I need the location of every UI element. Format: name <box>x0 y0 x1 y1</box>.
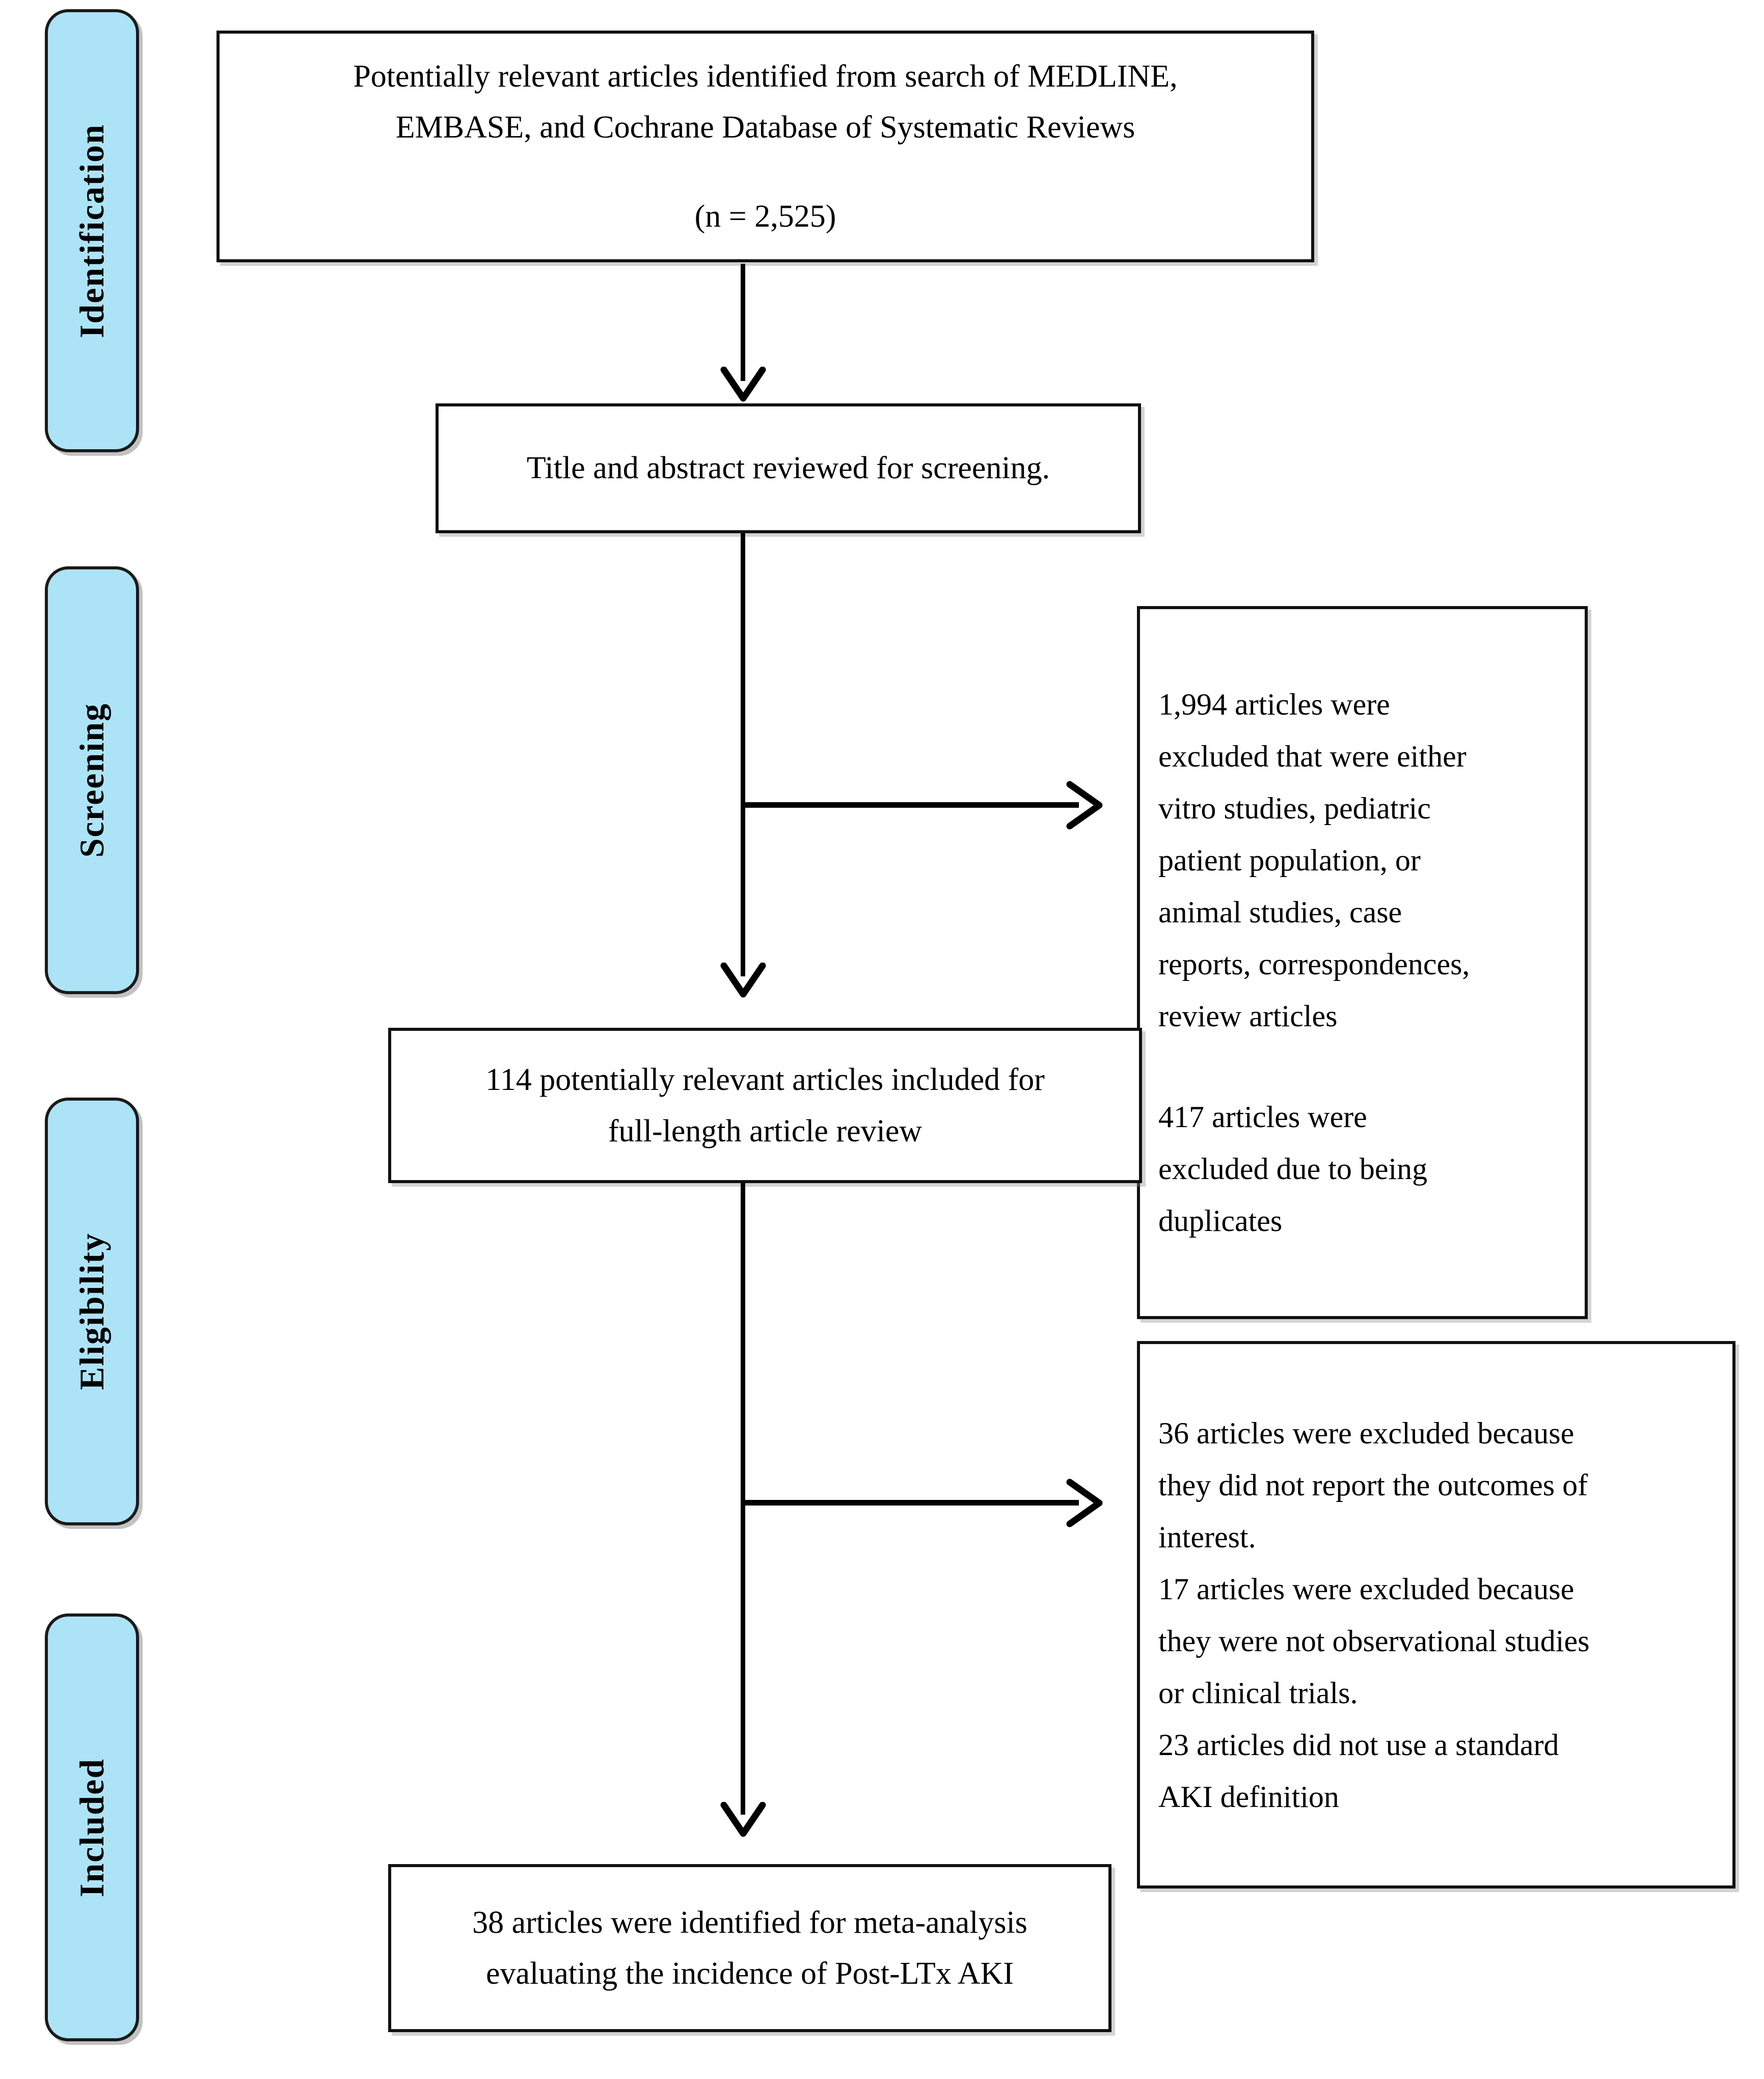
box-records-identified-count: (n = 2,525) <box>694 199 836 234</box>
box-excluded-eligibility-line-1: 36 articles were excluded because <box>1158 1416 1575 1450</box>
box-included-meta-analysis-line-2: evaluating the incidence of Post-LTx AKI <box>486 1956 1014 1991</box>
box-excluded-screening-line-6: reports, correspondences, <box>1158 947 1470 981</box>
box-excluded-eligibility-line-2: they did not report the outcomes of <box>1158 1468 1588 1502</box>
box-records-identified-line-2: EMBASE, and Cochrane Database of Systema… <box>395 110 1135 145</box>
connector-screening-spine <box>741 533 745 976</box>
arrowhead-down-screening-to-eligibility <box>720 963 767 1002</box>
box-excluded-screening: 1,994 articles were excluded that were e… <box>1137 606 1588 1319</box>
connector-eligibility-spine <box>741 1183 745 1815</box>
stage-label-eligibility: Eligibility <box>72 1233 111 1390</box>
stage-pill-screening: Screening <box>45 566 139 994</box>
stage-pill-identification: Identification <box>45 9 139 452</box>
stage-label-screening: Screening <box>72 703 111 858</box>
box-excluded-screening-line-8: 417 articles were <box>1158 1100 1367 1134</box>
stage-pill-included: Included <box>45 1613 139 2041</box>
stage-label-included: Included <box>72 1758 111 1897</box>
box-title-abstract-screening-line-1: Title and abstract reviewed for screenin… <box>526 451 1050 486</box>
connector-screening-to-exclusions <box>743 802 1079 808</box>
box-full-length-review-line-2: full-length article review <box>608 1113 922 1148</box>
box-full-length-review-line-1: 114 potentially relevant articles includ… <box>485 1062 1045 1098</box>
box-excluded-screening-line-3: vitro studies, pediatric <box>1158 791 1431 825</box>
box-excluded-eligibility-line-8: AKI definition <box>1158 1780 1339 1814</box>
box-excluded-eligibility-line-7: 23 articles did not use a standard <box>1158 1728 1559 1762</box>
arrowhead-right-screening-exclusions <box>1066 780 1106 830</box>
box-title-abstract-screening: Title and abstract reviewed for screenin… <box>436 403 1141 533</box>
box-excluded-eligibility: 36 articles were excluded because they d… <box>1137 1341 1735 1889</box>
box-included-meta-analysis-line-1: 38 articles were identified for meta-ana… <box>472 1905 1027 1940</box>
box-excluded-screening-line-9: excluded due to being <box>1158 1152 1428 1186</box>
box-full-length-review: 114 potentially relevant articles includ… <box>388 1028 1142 1183</box>
box-excluded-eligibility-line-6: or clinical trials. <box>1158 1676 1358 1710</box>
box-records-identified-line-1: Potentially relevant articles identified… <box>353 59 1178 94</box>
box-excluded-eligibility-line-4: 17 articles were excluded because <box>1158 1572 1575 1606</box>
box-excluded-screening-line-10: duplicates <box>1158 1204 1283 1238</box>
connector-eligibility-to-exclusions <box>743 1500 1079 1506</box>
box-excluded-screening-line-5: animal studies, case <box>1158 895 1402 929</box>
box-excluded-screening-line-7: review articles <box>1158 999 1338 1033</box>
stage-pill-eligibility: Eligibility <box>45 1098 139 1525</box>
box-excluded-screening-line-4: patient population, or <box>1158 843 1421 877</box>
arrowhead-down-identification-to-screening <box>720 367 767 406</box>
arrowhead-down-eligibility-to-included <box>720 1802 767 1842</box>
box-excluded-screening-line-2: excluded that were either <box>1158 740 1467 773</box>
box-excluded-screening-spacer <box>1158 1042 1572 1091</box>
box-records-identified: Potentially relevant articles identified… <box>216 31 1314 262</box>
arrowhead-right-eligibility-exclusions <box>1066 1478 1106 1528</box>
box-excluded-eligibility-line-5: they were not observational studies <box>1158 1624 1590 1658</box>
stage-label-identification: Identification <box>72 123 111 338</box>
box-excluded-eligibility-line-3: interest. <box>1158 1520 1256 1554</box>
connector-identification-to-screening <box>741 264 745 381</box>
box-included-meta-analysis: 38 articles were identified for meta-ana… <box>388 1864 1111 2032</box>
box-excluded-screening-line-1: 1,994 articles were <box>1158 688 1390 721</box>
